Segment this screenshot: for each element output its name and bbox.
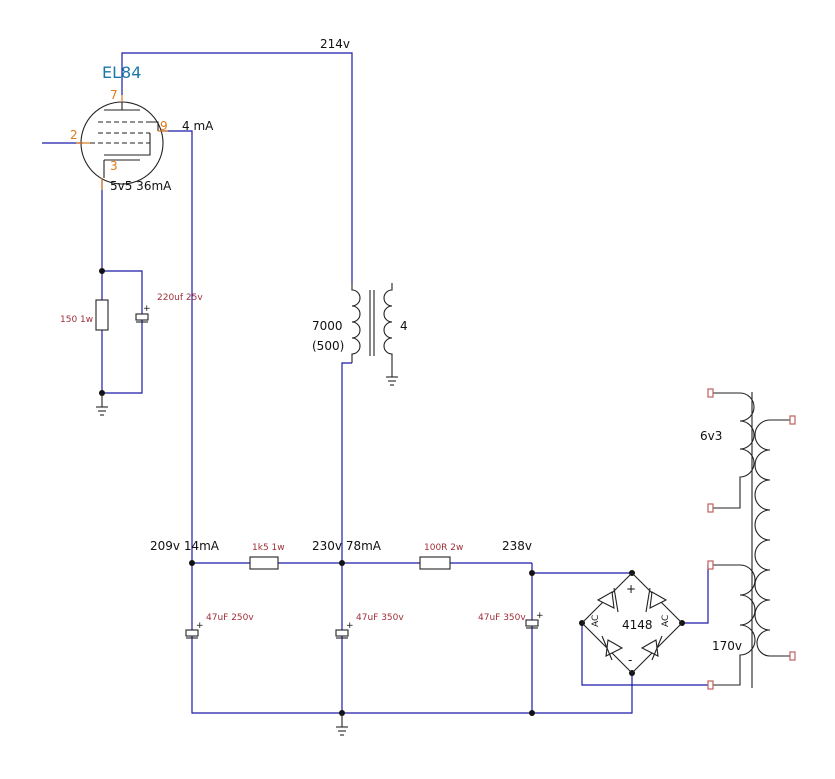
dropper-resistor-1 <box>249 556 279 570</box>
el84-tube <box>76 95 168 190</box>
svg-text:+: + <box>536 611 544 621</box>
pin-cathode-label: 3 <box>110 159 118 173</box>
pin-anode-label: 7 <box>110 88 118 102</box>
bridge-rectifier <box>581 572 683 674</box>
filter-capacitor-1-label: 47uF 250v <box>206 613 254 623</box>
bridge-plus-label: + <box>626 582 636 596</box>
ground-symbol-output <box>386 363 398 386</box>
cathode-voltage-label: 5v5 36mA <box>110 179 172 193</box>
pin-screen-label: 9 <box>160 119 168 133</box>
node1-voltage-label: 209v 14mA <box>150 539 220 553</box>
power-transformer <box>707 388 796 690</box>
anode-voltage-label: 214v <box>320 37 350 51</box>
ot-secondary-label: 4 <box>400 319 408 333</box>
cathode-capacitor-label: 220uf 25v <box>157 293 203 303</box>
filter-capacitor-1: + <box>185 621 204 639</box>
ground-symbol-cathode <box>96 393 108 416</box>
svg-text:+: + <box>196 621 204 631</box>
dropper-resistor-2 <box>419 556 451 570</box>
junction-dots <box>99 268 685 716</box>
dropper-resistor-1-label: 1k5 1w <box>252 543 285 553</box>
dropper-resistor-2-label: 100R 2w <box>424 543 463 553</box>
filter-capacitor-3-label: 47uF 350v <box>478 613 526 623</box>
bridge-ac-right-label: AC <box>661 615 671 627</box>
svg-text:+: + <box>346 621 354 631</box>
ot-primary-label: 7000 <box>312 319 343 333</box>
bridge-minus-label: - <box>628 653 632 667</box>
heater-voltage-label: 6v3 <box>700 429 722 443</box>
cathode-resistor <box>95 299 109 331</box>
filter-capacitor-3: + <box>525 611 544 629</box>
pin-grid-label: 2 <box>70 128 78 142</box>
tube-name: EL84 <box>102 63 141 82</box>
ot-primary-alt-label: (500) <box>312 339 344 353</box>
bridge-part-label: 4148 <box>622 618 653 632</box>
ground-symbol-main <box>336 713 348 736</box>
cathode-capacitor: + <box>135 304 151 323</box>
screen-current-label: 4 mA <box>182 119 214 133</box>
svg-text:+: + <box>143 304 151 314</box>
node3-voltage-label: 238v <box>502 539 532 553</box>
ht-voltage-label: 170v <box>712 639 742 653</box>
bridge-ac-left-label: AC <box>591 615 601 627</box>
output-transformer <box>351 283 393 363</box>
cathode-resistor-label: 150 1w <box>60 315 93 325</box>
filter-capacitor-2: + <box>335 621 354 639</box>
node2-voltage-label: 230v 78mA <box>312 539 382 553</box>
filter-capacitor-2-label: 47uF 350v <box>356 613 404 623</box>
